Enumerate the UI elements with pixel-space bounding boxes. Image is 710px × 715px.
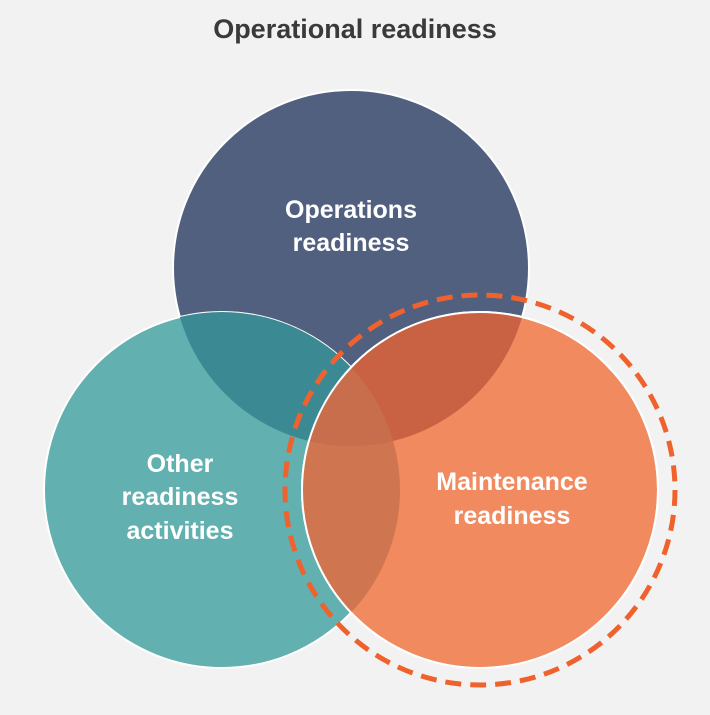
highlight-dashed-ring [282, 292, 678, 688]
overlap-top-left [173, 312, 400, 446]
other-label-line2: readiness [122, 483, 239, 511]
diagram-title: Operational readiness [213, 14, 497, 44]
overlap-top-right [302, 312, 529, 446]
maintenance-circle-outline [301, 311, 659, 669]
maintenance-label-line1: Maintenance [436, 468, 588, 496]
operations-label-line2: readiness [293, 229, 410, 257]
maintenance-label-line2: readiness [454, 502, 571, 530]
other-label-line1: Other [147, 450, 214, 478]
other-label-line3: activities [126, 517, 233, 545]
operations-label-line1: Operations [285, 196, 417, 224]
